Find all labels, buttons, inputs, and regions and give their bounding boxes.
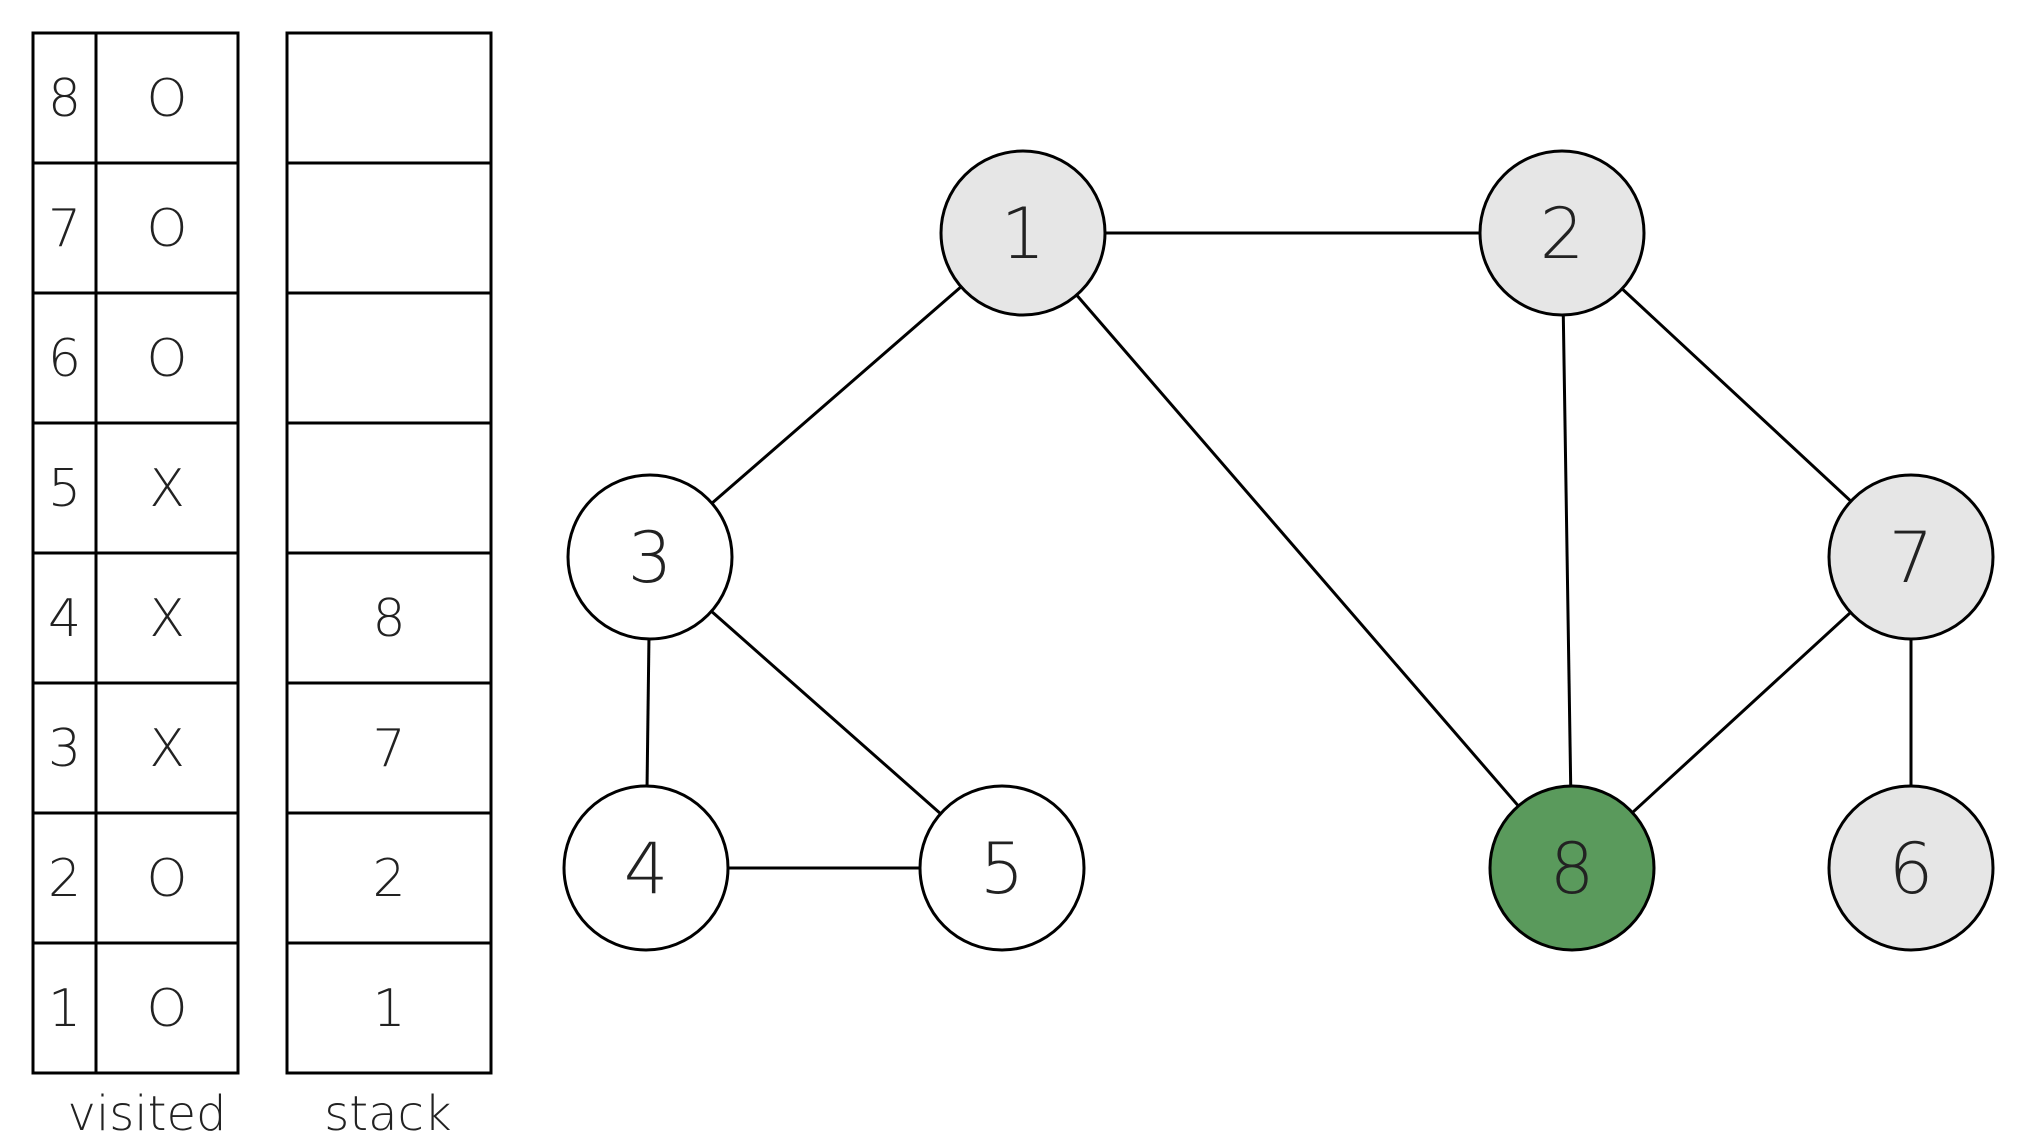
graph-node-5: 5: [918, 784, 1086, 952]
visited-value: O: [147, 69, 188, 129]
node-circle: [1827, 784, 1995, 952]
edge-1-8: [1021, 232, 1574, 869]
node-circle: [562, 784, 730, 952]
graph-edges: [644, 231, 1913, 870]
node-label: 6: [1889, 828, 1934, 910]
node-label: 1: [1001, 193, 1046, 275]
visited-index: 5: [48, 459, 81, 519]
visited-value: X: [149, 589, 185, 649]
node-circle: [566, 473, 734, 641]
visited-index: 6: [48, 329, 81, 389]
graph-node-7: 7: [1827, 473, 1995, 641]
visited-value: O: [147, 329, 188, 389]
graph-node-2: 2: [1478, 149, 1646, 317]
edge-2-8: [1560, 232, 1574, 869]
node-circle: [1488, 784, 1656, 952]
visited-index: 2: [48, 849, 81, 909]
graph-nodes: 1 2 3 4 5 6 7 8: [562, 149, 1995, 952]
node-label: 5: [980, 828, 1025, 910]
graph-node-1: 1: [939, 149, 1107, 317]
node-label: 7: [1889, 517, 1934, 599]
node-circle: [939, 149, 1107, 317]
node-label: 4: [624, 828, 669, 910]
stack-cell-value: 8: [372, 589, 405, 649]
node-circle: [1478, 149, 1646, 317]
graph-node-6: 6: [1827, 784, 1995, 952]
visited-index: 7: [48, 199, 81, 259]
visited-value: O: [147, 199, 188, 259]
stack-cell-value: 1: [372, 979, 405, 1039]
visited-index: 4: [48, 589, 81, 649]
node-label: 3: [628, 517, 673, 599]
stack-table: 8 7 2 1: [285, 31, 493, 1075]
stack-cell-value: 2: [372, 849, 405, 909]
visited-index: 1: [48, 979, 81, 1039]
visited-value: X: [149, 459, 185, 519]
node-circle: [918, 784, 1086, 952]
node-label: 2: [1540, 193, 1585, 275]
graph-node-4: 4: [562, 784, 730, 952]
visited-caption: visited: [68, 1086, 227, 1142]
stack-cell-value: 7: [372, 719, 405, 779]
visited-index: 3: [48, 719, 81, 779]
stack-caption: stack: [324, 1086, 451, 1142]
graph-node-8: 8: [1488, 784, 1656, 952]
node-label: 8: [1550, 828, 1595, 910]
visited-index: 8: [48, 69, 81, 129]
graph-node-3: 3: [566, 473, 734, 641]
visited-value: O: [147, 979, 188, 1039]
visited-value: X: [149, 719, 185, 779]
visited-value: O: [147, 849, 188, 909]
node-circle: [1827, 473, 1995, 641]
